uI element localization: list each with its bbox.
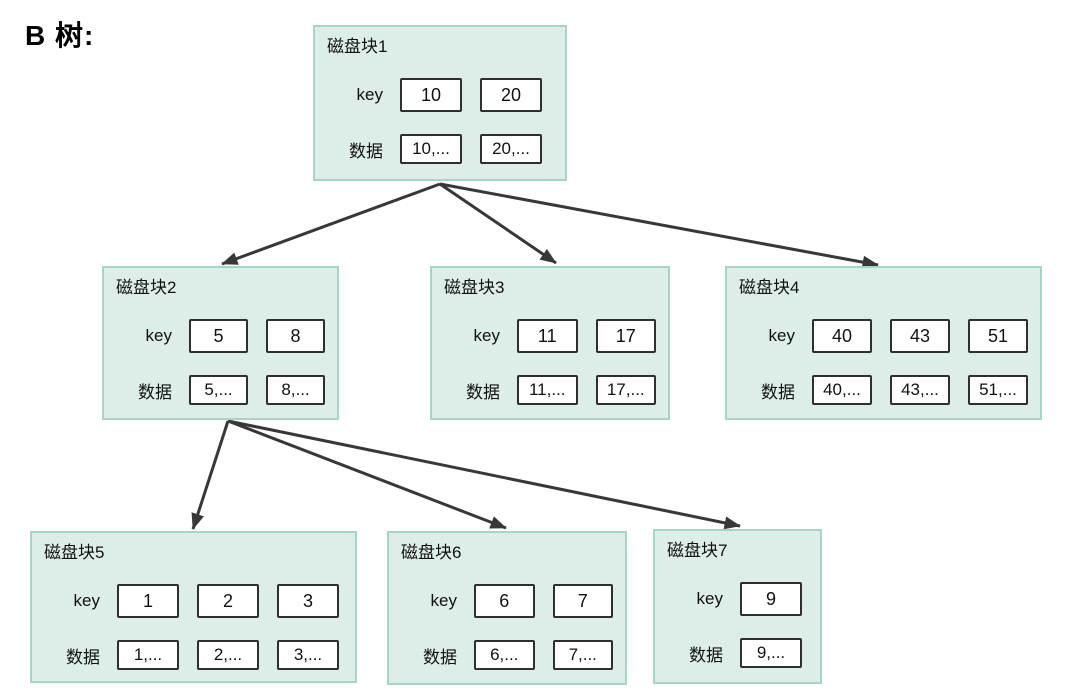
- data-row: 数据 6,... 7,...: [401, 640, 613, 670]
- data-cell: 40,...: [812, 375, 872, 405]
- key-row: key 11 17: [444, 319, 656, 353]
- key-label: key: [145, 326, 172, 345]
- data-cell: 20,...: [480, 134, 542, 164]
- disk-block-6: 磁盘块6 key 6 7 数据 6,... 7,...: [387, 531, 627, 685]
- key-cell: 20: [480, 78, 542, 112]
- data-cell: 10,...: [400, 134, 462, 164]
- key-cell: 3: [277, 584, 339, 618]
- data-cell: 51,...: [968, 375, 1028, 405]
- block-title: 磁盘块5: [44, 543, 105, 562]
- data-cell: 9,...: [740, 638, 802, 668]
- edge-block1-block4: [439, 182, 879, 269]
- block-title: 磁盘块2: [116, 278, 177, 297]
- data-cell: 1,...: [117, 640, 179, 670]
- disk-block-5: 磁盘块5 key 1 2 3 数据 1,... 2,... 3,...: [30, 531, 357, 683]
- disk-block-7: 磁盘块7 key 9 数据 9,...: [653, 529, 822, 684]
- data-row: 数据 5,... 8,...: [116, 375, 325, 405]
- data-cell: 11,...: [517, 375, 578, 405]
- key-label: key: [73, 591, 100, 610]
- data-label: 数据: [138, 382, 172, 402]
- data-label: 数据: [423, 647, 457, 667]
- key-cell: 5: [189, 319, 248, 353]
- data-row: 数据 1,... 2,... 3,...: [44, 640, 343, 670]
- key-cell: 40: [812, 319, 872, 353]
- key-cell: 17: [595, 319, 656, 353]
- block-title: 磁盘块3: [444, 278, 505, 297]
- key-cell: 10: [400, 78, 462, 112]
- page-title: B 树:: [25, 20, 95, 51]
- block-title: 磁盘块6: [401, 543, 462, 562]
- key-cell: 43: [890, 319, 950, 353]
- data-cell: 3,...: [277, 640, 339, 670]
- key-row: key 40 43 51: [739, 319, 1028, 353]
- disk-block-3: 磁盘块3 key 11 17 数据 11,... 17,...: [430, 266, 670, 420]
- key-label: key: [473, 326, 500, 345]
- data-cell: 6,...: [474, 640, 535, 670]
- key-row: key 1 2 3: [44, 584, 343, 618]
- disk-block-1: 磁盘块1 key 10 20 数据 10,... 20,...: [313, 25, 567, 181]
- block-title: 磁盘块4: [739, 278, 800, 297]
- key-cell: 2: [197, 584, 259, 618]
- data-label: 数据: [66, 647, 100, 667]
- edge-block1-block3: [439, 182, 557, 265]
- key-cell: 9: [740, 582, 802, 616]
- key-cell: 8: [266, 319, 325, 353]
- key-label: key: [696, 589, 723, 608]
- edge-block2-block6: [227, 419, 507, 530]
- key-cell: 1: [117, 584, 179, 618]
- data-row: 数据 10,... 20,...: [327, 134, 553, 164]
- data-cell: 7,...: [552, 640, 613, 670]
- key-cell: 6: [474, 584, 535, 618]
- key-row: key 9: [667, 582, 808, 616]
- block-title: 磁盘块1: [327, 37, 388, 56]
- data-row: 数据 9,...: [667, 638, 808, 668]
- key-cell: 51: [968, 319, 1028, 353]
- data-label: 数据: [761, 382, 795, 402]
- edge-block1-block2: [221, 182, 441, 266]
- disk-block-2: 磁盘块2 key 5 8 数据 5,... 8,...: [102, 266, 339, 420]
- block-title: 磁盘块7: [667, 541, 728, 560]
- data-cell: 8,...: [266, 375, 325, 405]
- data-row: 数据 11,... 17,...: [444, 375, 656, 405]
- data-cell: 2,...: [197, 640, 259, 670]
- disk-block-4: 磁盘块4 key 40 43 51 数据 40,... 43,... 51,..…: [725, 266, 1042, 420]
- key-row: key 6 7: [401, 584, 613, 618]
- edge-block2-block5: [191, 420, 230, 530]
- key-row: key 10 20: [327, 78, 553, 112]
- key-cell: 7: [552, 584, 613, 618]
- key-label: key: [430, 591, 457, 610]
- data-label: 数据: [466, 382, 500, 402]
- key-label: key: [768, 326, 795, 345]
- data-label: 数据: [349, 141, 383, 161]
- data-cell: 43,...: [890, 375, 950, 405]
- key-label: key: [356, 85, 383, 104]
- key-row: key 5 8: [116, 319, 325, 353]
- key-cell: 11: [517, 319, 578, 353]
- data-cell: 5,...: [189, 375, 248, 405]
- data-row: 数据 40,... 43,... 51,...: [739, 375, 1028, 405]
- data-cell: 17,...: [595, 375, 656, 405]
- edge-block2-block7: [227, 419, 741, 530]
- data-label: 数据: [689, 645, 723, 665]
